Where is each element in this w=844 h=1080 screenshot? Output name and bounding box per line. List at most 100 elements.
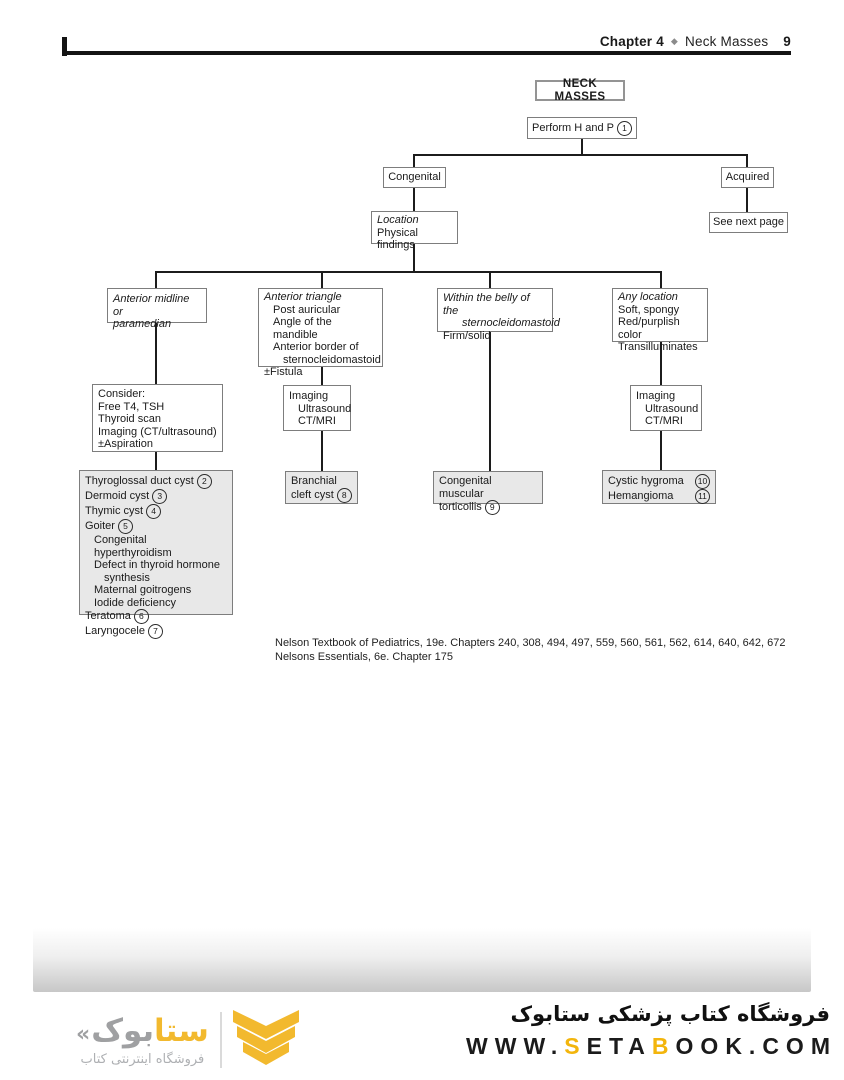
node-branchial-cleft-cyst: Branchial cleft cyst 8 bbox=[285, 471, 358, 504]
circled-number: 5 bbox=[117, 519, 133, 534]
connector-line bbox=[155, 451, 157, 471]
node-imaging-right: Imaging Ultrasound CT/MRI bbox=[630, 385, 702, 431]
connector-line bbox=[155, 322, 157, 385]
connector-line bbox=[746, 154, 748, 168]
diagnosis-label: Cystic hygroma bbox=[608, 475, 684, 488]
page-header: Chapter 4 ◆ Neck Masses 9 bbox=[600, 34, 791, 49]
node-line: Maternal goitrogens bbox=[94, 584, 192, 596]
reference-line: Nelson Textbook of Pediatrics, 19e. Chap… bbox=[275, 637, 786, 649]
node-line: Ultrasound bbox=[645, 402, 699, 415]
connector-line bbox=[155, 271, 157, 289]
node-line: Firm/solid bbox=[443, 329, 491, 342]
node-line: sternocleidomastoid bbox=[283, 353, 381, 366]
node-line: Transilluminates bbox=[618, 341, 698, 353]
site-url: WWW.SETABOOK.COM bbox=[466, 1033, 837, 1060]
diagnosis-label: Thymic cyst bbox=[85, 505, 144, 518]
node-location-physical-findings: Location Physical findings bbox=[371, 211, 458, 251]
node-line: Laryngocele 7 bbox=[85, 624, 227, 639]
node-imaging-left: Imaging Ultrasound CT/MRI bbox=[283, 385, 351, 431]
node-line: Within the belly of the bbox=[443, 292, 530, 317]
connector-line bbox=[413, 154, 748, 156]
connector-line bbox=[660, 430, 662, 471]
circled-number: 7 bbox=[147, 624, 163, 639]
node-line: Post auricular bbox=[273, 303, 341, 316]
circled-number: 3 bbox=[152, 489, 168, 504]
url-segment-highlight: B bbox=[651, 1033, 676, 1059]
connector-line bbox=[155, 271, 662, 273]
logo-wordmark-yellow: ستا bbox=[154, 1013, 209, 1049]
url-segment: WWW. bbox=[466, 1033, 565, 1059]
node-line: ±Fistula bbox=[264, 366, 303, 378]
diagnosis-label: Dermoid cyst bbox=[85, 490, 150, 503]
node-label: NECK MASSES bbox=[554, 78, 606, 103]
logo-wordmark: « بوک ستا bbox=[76, 1013, 209, 1049]
node-line: CT/MRI bbox=[298, 415, 336, 427]
circled-number: 6 bbox=[133, 609, 149, 624]
node-label: Congenital bbox=[388, 171, 441, 184]
diagnosis-label: cleft cyst bbox=[291, 488, 334, 501]
logo-wordmark-gray: بوک bbox=[91, 1013, 155, 1049]
header-rule bbox=[62, 51, 791, 55]
connector-line bbox=[581, 139, 583, 156]
reference-citation: Nelson Textbook of Pediatrics, 19e. Chap… bbox=[275, 637, 785, 664]
circled-number: 8 bbox=[336, 487, 352, 503]
connector-line bbox=[746, 188, 748, 213]
node-line: Goiter 5 bbox=[85, 519, 227, 534]
node-line: Angle of the mandible bbox=[273, 316, 332, 341]
node-line: Anterior midline or bbox=[113, 293, 190, 318]
node-label: Acquired bbox=[725, 171, 770, 184]
node-line: Imaging (CT/ultrasound) bbox=[98, 425, 217, 438]
guillemet-icon: « bbox=[76, 1022, 91, 1047]
connector-line bbox=[321, 366, 323, 386]
node-line: Location bbox=[377, 214, 419, 226]
node-see-next-page: See next page bbox=[709, 212, 788, 233]
node-line: Thyroglossal duct cyst 2 bbox=[85, 474, 227, 489]
node-line: Free T4, TSH bbox=[98, 400, 165, 413]
node-line: Anterior triangle bbox=[264, 291, 342, 303]
url-segment-highlight: S bbox=[564, 1033, 587, 1059]
node-consider-workup: Consider: Free T4, TSH Thyroid scan Imag… bbox=[92, 384, 223, 452]
node-neck-masses: NECK MASSES bbox=[535, 78, 625, 103]
node-line: cleft cyst 8 bbox=[291, 487, 352, 503]
setabook-logo: « بوک ستا فروشگاه اینترنتی کتاب bbox=[76, 1010, 299, 1070]
connector-line bbox=[489, 331, 491, 472]
connector-line bbox=[321, 271, 323, 289]
node-anterior-triangle: Anterior triangle Post auricular Angle o… bbox=[258, 288, 383, 378]
node-line: Thyroid scan bbox=[98, 413, 161, 425]
node-line: Branchial bbox=[291, 475, 337, 487]
node-line: Congenital hyperthyroidism bbox=[94, 534, 172, 559]
circled-number: 4 bbox=[146, 504, 162, 519]
circled-number: 2 bbox=[196, 474, 212, 489]
connector-line bbox=[413, 244, 415, 273]
node-line: synthesis bbox=[104, 571, 150, 584]
diagnosis-label: Teratoma bbox=[85, 610, 131, 623]
node-line: paramedian bbox=[113, 318, 172, 330]
url-segment: OOK.COM bbox=[675, 1033, 837, 1059]
node-anterior-midline: Anterior midline or paramedian bbox=[107, 288, 207, 330]
url-segment: ETA bbox=[586, 1033, 652, 1059]
store-title-fa: فروشگاه کتاب پزشکی ستابوک bbox=[510, 1002, 830, 1026]
node-line: Ultrasound bbox=[298, 402, 352, 415]
node-line: Iodide deficiency bbox=[94, 596, 176, 609]
node-line: Soft, spongy bbox=[618, 303, 680, 316]
diagnosis-label: Goiter bbox=[85, 520, 115, 533]
node-label: See next page bbox=[713, 216, 784, 229]
node-midline-diagnoses: Thyroglossal duct cyst 2 Dermoid cyst 3 … bbox=[79, 470, 233, 639]
node-line: Consider: bbox=[98, 388, 146, 400]
chapter-label: Chapter 4 bbox=[599, 34, 664, 49]
node-line: Congenital muscular bbox=[439, 475, 492, 500]
diagnosis-label: Laryngocele bbox=[85, 625, 145, 638]
connector-line bbox=[660, 271, 662, 289]
node-hygroma-hemangioma: Cystic hygroma 10 Hemangioma 11 bbox=[602, 470, 716, 504]
diagnosis-label: Thyroglossal duct cyst bbox=[85, 475, 194, 488]
node-line: Red/purplish color bbox=[618, 316, 680, 341]
connector-line bbox=[489, 271, 491, 289]
node-line: Teratoma 6 bbox=[85, 609, 227, 624]
diamond-icon: ◆ bbox=[670, 36, 679, 46]
node-label: Perform H and P bbox=[532, 121, 614, 134]
circled-number: 1 bbox=[616, 120, 632, 136]
node-line: ±Aspiration bbox=[98, 438, 153, 450]
node-line: Imaging bbox=[289, 390, 329, 402]
node-line: CT/MRI bbox=[645, 415, 683, 427]
